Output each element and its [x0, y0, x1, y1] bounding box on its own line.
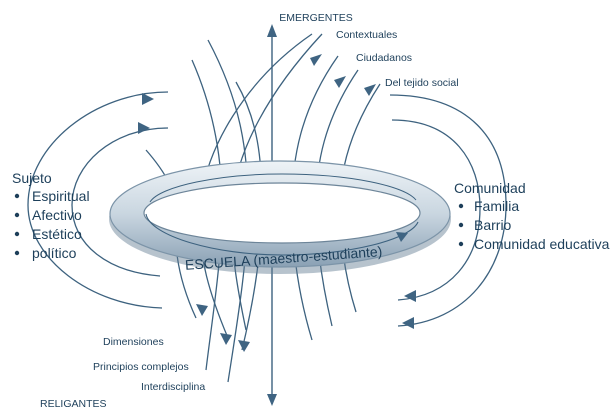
- left-item-politico: político: [32, 245, 77, 261]
- left-item-estetico: Estético: [32, 226, 82, 242]
- right-field-loops: [389, 94, 507, 329]
- bottom-label-principios: Principios complejos: [93, 361, 189, 373]
- left-item-afectivo: Afectivo: [32, 207, 82, 223]
- top-label-ciudadanos: Ciudadanos: [356, 52, 412, 64]
- right-item-barrio: Barrio: [474, 217, 512, 233]
- bullet: [14, 193, 20, 199]
- top-label-contextuales: Contextuales: [336, 29, 397, 41]
- bullet: [458, 222, 464, 228]
- left-group-title: Sujeto: [12, 170, 52, 186]
- bottom-title: RELIGANTES: [40, 398, 107, 407]
- bullet: [458, 203, 464, 209]
- bottom-label-interdisciplina: Interdisciplina: [141, 381, 205, 393]
- bottom-label-dimensiones: Dimensiones: [103, 336, 164, 348]
- bullet: [14, 212, 20, 218]
- right-item-familia: Familia: [474, 198, 519, 214]
- left-item-espiritual: Espiritual: [32, 188, 90, 204]
- school-ring: [109, 160, 451, 274]
- bullet: [458, 241, 464, 247]
- bullet: [14, 231, 20, 237]
- right-item-comunidad-educativa: Comunidad educativa: [474, 236, 610, 252]
- right-group-title: Comunidad: [454, 180, 526, 196]
- top-label-tejido-social: Del tejido social: [385, 77, 459, 89]
- left-field-loops: [27, 91, 169, 309]
- bullet: [14, 250, 20, 256]
- top-title: EMERGENTES: [279, 12, 353, 24]
